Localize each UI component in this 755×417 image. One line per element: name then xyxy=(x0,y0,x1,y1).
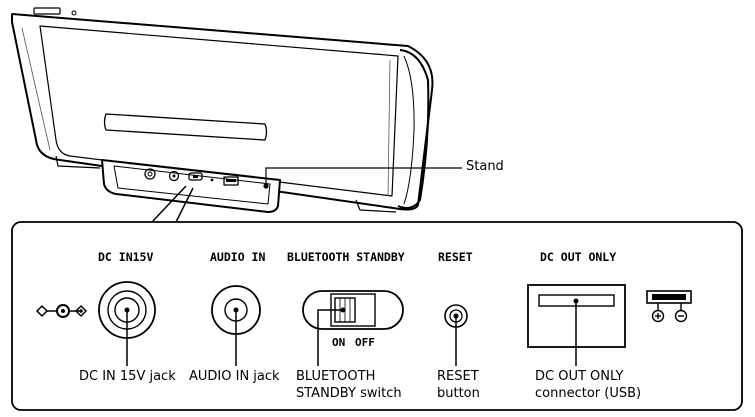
dc-polarity-icon xyxy=(35,304,88,318)
header-audio-in: AUDIO IN xyxy=(210,250,266,264)
connector-panel xyxy=(11,221,743,411)
header-dc-out-only: DC OUT ONLY xyxy=(540,250,617,264)
speaker-body xyxy=(11,13,434,211)
reset-button xyxy=(444,304,468,366)
bluetooth-standby-switch xyxy=(302,290,404,366)
speaker-illustration xyxy=(11,7,434,223)
audio-in-jack xyxy=(211,285,261,366)
caption-bt-switch-line2: STANDBY switch xyxy=(296,386,402,401)
zoom-line-left xyxy=(151,185,187,223)
stand xyxy=(101,159,281,213)
caption-bt-switch-line1: BLUETOOTH xyxy=(296,369,376,384)
dc-out-usb-connector xyxy=(527,284,626,366)
rear-slot xyxy=(103,113,268,141)
caption-dc-out-line2: connector (USB) xyxy=(535,386,642,401)
caption-dc-in-jack: DC IN 15V jack xyxy=(79,369,176,384)
dc-in-jack xyxy=(98,281,156,366)
zoom-line-right xyxy=(175,187,194,223)
stand-label: Stand xyxy=(466,159,504,174)
switch-label-off: OFF xyxy=(355,336,375,349)
caption-dc-out-line1: DC OUT ONLY xyxy=(535,369,624,384)
header-dc-in: DC IN15V xyxy=(98,250,154,264)
usb-polarity-icon xyxy=(646,290,692,323)
caption-audio-in-jack: AUDIO IN jack xyxy=(189,369,280,384)
stand-leader-dot xyxy=(263,183,269,189)
speaker-end-cap xyxy=(397,49,430,209)
header-bluetooth-standby: BLUETOOTH STANDBY xyxy=(287,250,405,264)
top-button xyxy=(33,7,61,15)
switch-label-on: ON xyxy=(332,336,346,349)
caption-reset-line2: button xyxy=(437,386,480,401)
stand-leader-line xyxy=(265,167,462,186)
caption-reset-line1: RESET xyxy=(437,369,479,384)
header-reset: RESET xyxy=(438,250,473,264)
